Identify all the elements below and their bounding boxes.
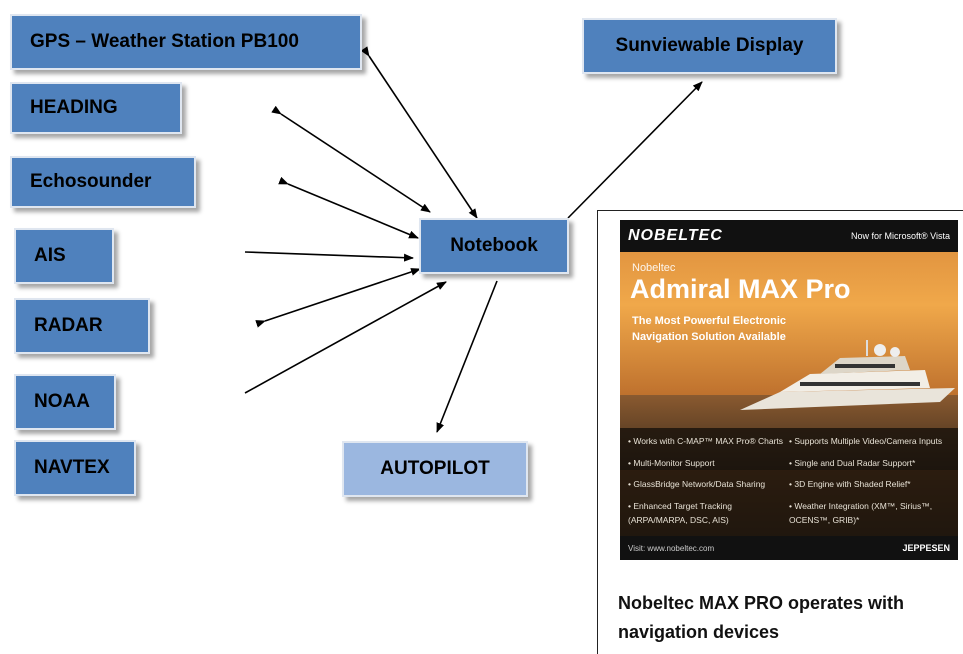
hub-notebook: Notebook xyxy=(419,218,569,274)
device-heading: HEADING xyxy=(10,82,182,134)
advert-feature: • Works with C-MAP™ MAX Pro® Charts xyxy=(628,436,784,446)
arrow-notebook-display xyxy=(567,81,703,219)
panel-caption: Nobeltec MAX PRO operates with navigatio… xyxy=(618,593,905,642)
device-echosounder: Echosounder xyxy=(10,156,196,208)
advert-visit: Visit: www.nobeltec.com xyxy=(628,543,715,553)
device-radar: RADAR xyxy=(14,298,150,354)
arrow-radar-notebook xyxy=(255,268,421,328)
advert-small-title: Nobeltec xyxy=(632,262,676,274)
arrow-notebook-autopilot xyxy=(436,280,498,433)
advert-feature: • Single and Dual Radar Support* xyxy=(789,457,916,468)
autopilot: AUTOPILOT xyxy=(342,441,528,497)
arrow-heading-notebook xyxy=(271,105,431,213)
product-panel: NOBELTEC Now for Microsoft® Vista Nobelt… xyxy=(597,210,963,654)
advert-title: Admiral MAX Pro xyxy=(630,274,851,304)
device-gps: GPS – Weather Station PB100 xyxy=(10,14,362,70)
device-navtex: NAVTEX xyxy=(14,440,136,496)
advert-feature: • Multi-Monitor Support xyxy=(628,457,715,468)
arrow-echosounder-notebook xyxy=(278,176,419,239)
yacht-illustration xyxy=(740,340,955,410)
advert-feature: • GlassBridge Network/Data Sharing xyxy=(628,479,766,489)
arrow-gps-notebook xyxy=(360,46,478,219)
advert-footer: Visit: www.nobeltec.com JEPPESEN xyxy=(620,536,958,560)
advert-feature: • Weather Integration (XM™, Sirius™, OCE… xyxy=(789,500,933,525)
advert-feature: • 3D Engine with Shaded Relief* xyxy=(789,479,911,489)
advert-feature: • Supports Multiple Video/Camera Inputs xyxy=(789,436,943,446)
device-ais: AIS xyxy=(14,228,114,284)
advert-feature: • Enhanced Target Tracking (ARPA/MARPA, … xyxy=(628,500,732,525)
advert-subtitle: The Most Powerful Electronic Navigation … xyxy=(632,315,787,343)
arrow-noaa-notebook xyxy=(244,281,447,394)
advert-header: NOBELTEC Now for Microsoft® Vista xyxy=(620,220,958,252)
advert-tagline: Now for Microsoft® Vista xyxy=(851,231,950,241)
product-advert-image: NOBELTEC Now for Microsoft® Vista Nobelt… xyxy=(620,220,958,560)
jeppesen-logo: JEPPESEN xyxy=(902,543,950,553)
sunviewable-display: Sunviewable Display xyxy=(582,18,837,74)
advert-features: • Works with C-MAP™ MAX Pro® Charts • Su… xyxy=(620,428,958,538)
device-noaa: NOAA xyxy=(14,374,116,430)
advert-brand: NOBELTEC xyxy=(628,227,723,244)
arrow-ais-notebook xyxy=(244,251,414,262)
